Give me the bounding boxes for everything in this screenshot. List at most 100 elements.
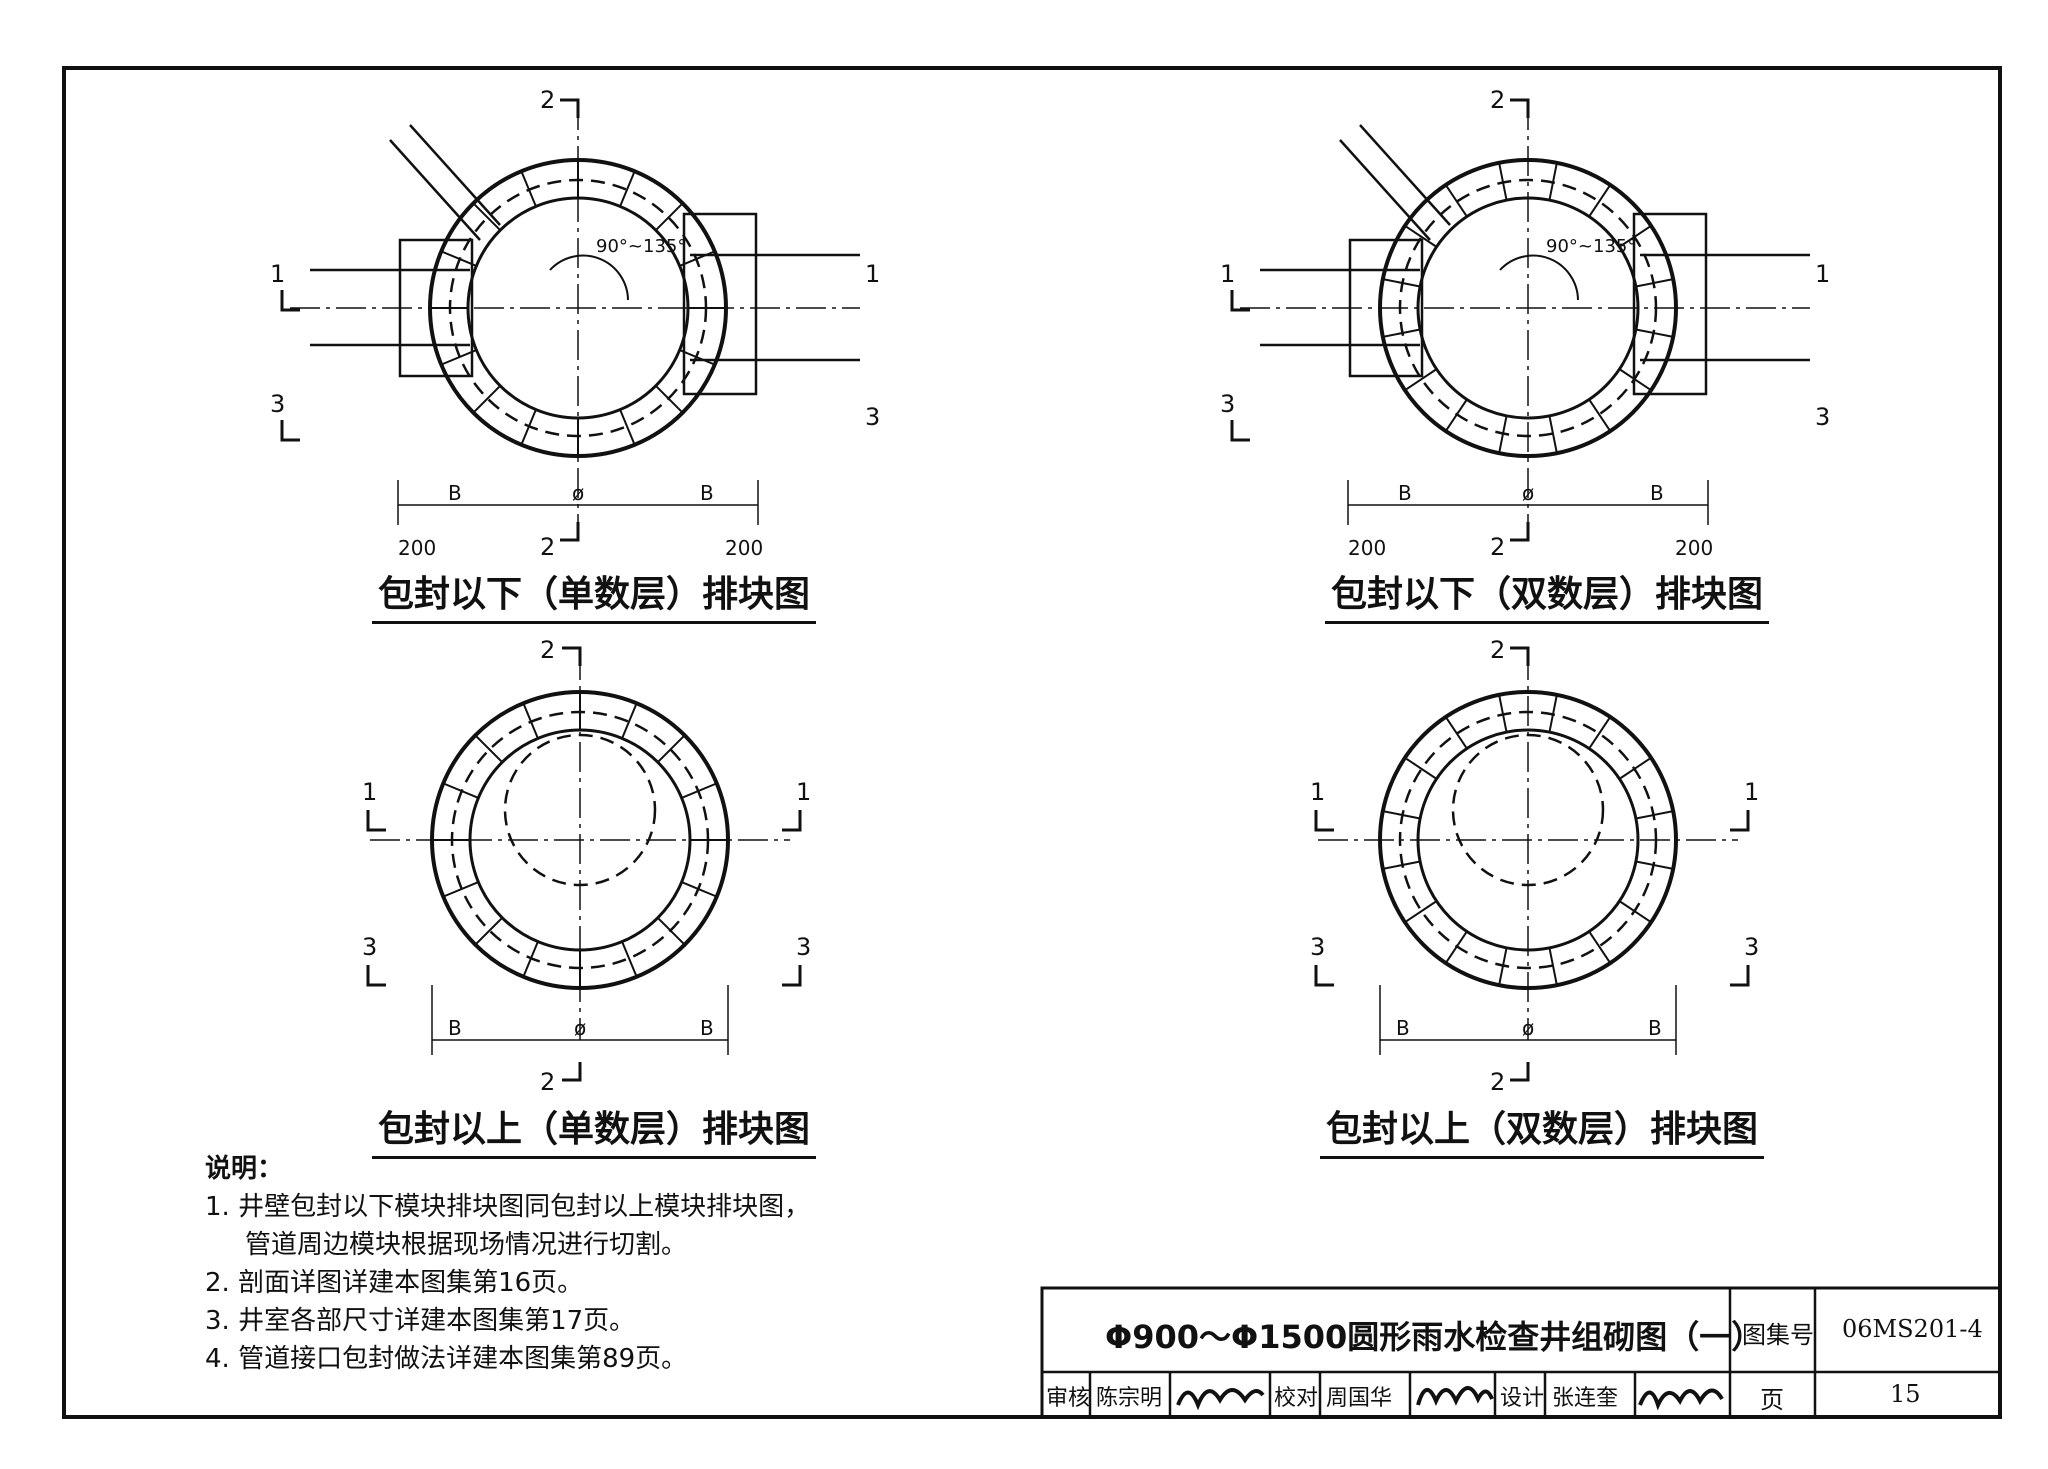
designer-name: 张连奎 <box>1552 1386 1619 1411</box>
dim-b-left-4: B <box>1396 1016 1410 1040</box>
block-joint-line <box>679 349 716 366</box>
review-label: 审核 <box>1046 1386 1091 1411</box>
dim-phi-4: ø <box>1522 1016 1534 1040</box>
dim-phi-2: ø <box>1522 481 1534 505</box>
cut1-left-1: 1 <box>270 260 285 288</box>
diagram-below-double <box>1240 100 1810 530</box>
atlas-label: 图集号 <box>1742 1321 1814 1349</box>
diagram-above-single <box>370 650 790 1055</box>
block-joint-line <box>1404 756 1438 780</box>
cut3-right-2: 3 <box>1815 403 1830 431</box>
dim-200-left-1: 200 <box>398 536 436 560</box>
block-joint-line <box>520 409 537 446</box>
cut3-left-3: 3 <box>362 933 377 961</box>
block-joint-line <box>1404 368 1438 392</box>
block-joint-line <box>1588 716 1612 750</box>
diagram-below-single <box>290 100 860 530</box>
labels-1: 2 2 1 3 1 3 B B 200 200 ø 90°~135° <box>270 86 880 561</box>
block-joint-line <box>1588 398 1612 432</box>
dim-b-left-1: B <box>448 481 462 505</box>
block-joint-line <box>1404 224 1438 248</box>
cut2-bottom-3: 2 <box>540 1068 555 1096</box>
reviewer-name: 陈宗明 <box>1096 1386 1163 1411</box>
cut2-bottom-1: 2 <box>540 533 555 561</box>
sheet-frame <box>62 66 2002 1419</box>
block-joint-line <box>1444 930 1468 964</box>
block-joint-line <box>1548 415 1558 454</box>
page-label: 页 <box>1760 1386 1784 1414</box>
dim-b-right-3: B <box>700 1016 714 1040</box>
caption-above-double: 包封以上（双数层）排块图 <box>1320 1100 1765 1159</box>
block-joint-line <box>1382 278 1421 288</box>
dim-b-right-2: B <box>1650 481 1664 505</box>
block-joint-line <box>619 170 636 207</box>
angle-1: 90°~135° <box>596 236 686 257</box>
checker-name: 周国华 <box>1326 1386 1393 1411</box>
block-joint-line <box>1382 810 1421 820</box>
block-joint-line <box>1498 947 1508 986</box>
dim-phi-1: ø <box>572 481 584 505</box>
notes-title: 说明： <box>205 1154 284 1184</box>
dim-200-right-1: 200 <box>725 536 763 560</box>
block-joint-line <box>681 881 718 898</box>
cut1-right-2: 1 <box>1815 260 1830 288</box>
signatures <box>1176 1386 1724 1411</box>
page-number: 15 <box>1890 1380 1921 1408</box>
dim-b-left-2: B <box>1398 481 1412 505</box>
note-2: 2. 剖面详图详建本图集第16页。 <box>205 1268 584 1298</box>
block-joint-line <box>681 782 718 799</box>
cut1-left-4: 1 <box>1310 778 1325 806</box>
block-joints <box>1382 694 1674 986</box>
cut2-top-1: 2 <box>540 86 555 114</box>
block-joint-line <box>619 409 636 446</box>
title-block-frame <box>1040 1286 2002 1419</box>
notes: 说明： 1. 井壁包封以下模块排块图同包封以上模块排块图， 管道周边模块根据现场… <box>205 1150 810 1378</box>
block-joint-line <box>474 734 503 763</box>
block-joint-line <box>474 917 503 946</box>
dim-b-right-4: B <box>1648 1016 1662 1040</box>
cut2-top-3: 2 <box>540 636 555 664</box>
block-joint-line <box>1498 415 1508 454</box>
dim-phi-3: ø <box>574 1016 586 1040</box>
block-joint-line <box>621 941 638 978</box>
dim-200-right-2: 200 <box>1675 536 1713 560</box>
cut2-top-2: 2 <box>1490 86 1505 114</box>
atlas-number: 06MS201-4 <box>1842 1315 1983 1343</box>
cut1-left-2: 1 <box>1220 260 1235 288</box>
block-joint-line <box>1588 184 1612 218</box>
block-joint-line <box>442 881 479 898</box>
cut1-right-4: 1 <box>1744 778 1759 806</box>
block-joint-line <box>442 782 479 799</box>
block-joint-line <box>1444 184 1468 218</box>
angle-2: 90°~135° <box>1546 236 1636 257</box>
cut1-left-3: 1 <box>362 778 377 806</box>
section-markers-3 <box>366 646 802 1082</box>
labels-4: 2 2 1 3 1 3 B B ø <box>1310 636 1759 1096</box>
cut3-right-4: 3 <box>1744 933 1759 961</box>
block-joint-line <box>657 917 686 946</box>
block-joint-line <box>1382 860 1421 870</box>
cut3-right-1: 3 <box>865 403 880 431</box>
checker-signature <box>1416 1386 1494 1407</box>
design-label: 设计 <box>1500 1386 1545 1411</box>
section-markers-4 <box>1314 646 1750 1082</box>
block-joint-line <box>621 702 638 739</box>
block-joint-line <box>1404 900 1438 924</box>
caption-above-single: 包封以上（单数层）排块图 <box>372 1100 817 1159</box>
block-joint-line <box>440 349 477 366</box>
block-joint-line <box>1444 398 1468 432</box>
block-joint-line <box>1588 930 1612 964</box>
block-joint-line <box>1382 328 1421 338</box>
note-3: 3. 井室各部尺寸详建本图集第17页。 <box>205 1306 636 1336</box>
block-joint-line <box>1498 162 1508 201</box>
block-joint-line <box>520 170 537 207</box>
dim-b-right-1: B <box>700 481 714 505</box>
drawing-title: Φ900～Φ1500圆形雨水检查井组砌图（一） <box>1105 1318 1764 1356</box>
labels-3: 2 2 1 3 1 3 B B ø <box>362 636 811 1096</box>
diagram-above-double <box>1318 650 1738 1055</box>
cut2-bottom-2: 2 <box>1490 533 1505 561</box>
section-markers-1 <box>280 98 580 542</box>
block-joint-line <box>1635 328 1674 338</box>
labels-2: 2 2 1 3 1 3 B B 200 200 ø 90°~135° <box>1220 86 1830 561</box>
